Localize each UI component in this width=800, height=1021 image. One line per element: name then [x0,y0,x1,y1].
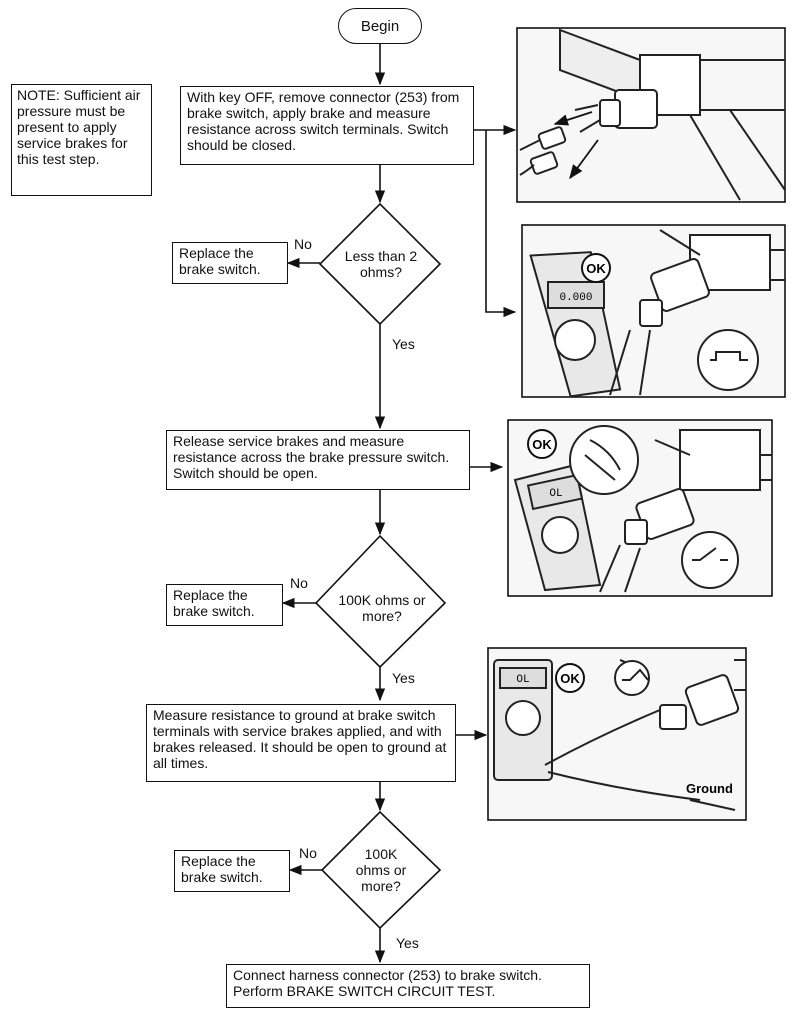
decision-1-yes-label: Yes [392,336,415,352]
decision-3-yes-label: Yes [396,935,419,951]
decision-3-text: 100K ohms or more? [355,846,407,894]
photo-3-ok-text: OK [532,437,552,452]
decision-2-no-label: No [290,575,308,591]
begin-terminal: Begin [338,8,422,44]
photo-4-ground-test: OK OL Ground [487,647,747,821]
decision-3-no-label: No [299,845,317,861]
decision-1-diamond [318,202,442,326]
photo-3-open-reading: OK OL [507,419,773,597]
step-3-box: Measure resistance to ground at brake sw… [146,704,456,782]
final-step-box: Connect harness connector (253) to brake… [226,964,590,1008]
decision-3-diamond [320,810,442,930]
photo-3-meter-text: OL [549,488,562,500]
decision-2-text: 100K ohms or more? [338,592,426,624]
step-2-box: Release service brakes and measure resis… [166,430,470,490]
photo-4-ok-text: OK [560,671,580,686]
decision-1-no-label: No [294,236,312,252]
step-1-box: With key OFF, remove connector (253) fro… [180,86,474,165]
replace-1-box: Replace the brake switch. [172,242,288,284]
ground-label: Ground [686,781,733,796]
photo-2-meter-text: 0.000 [559,292,592,304]
replace-2-box: Replace the brake switch. [166,584,283,626]
flow-connectors [281,44,517,964]
note-box: NOTE: Sufficient air pressure must be pr… [11,84,152,196]
replace-3-box: Replace the brake switch. [174,850,290,892]
decision-1-text: Less than 2 ohms? [344,248,418,280]
decision-2-diamond [314,534,447,669]
decision-diamonds [314,202,447,930]
decision-2-yes-label: Yes [392,670,415,686]
photo-2-ok-text: OK [586,261,606,276]
photo-4-meter-text: OL [516,674,529,686]
photo-1-connector-removed [516,27,786,203]
photo-2-closed-reading: OK 0.000 [521,224,786,398]
